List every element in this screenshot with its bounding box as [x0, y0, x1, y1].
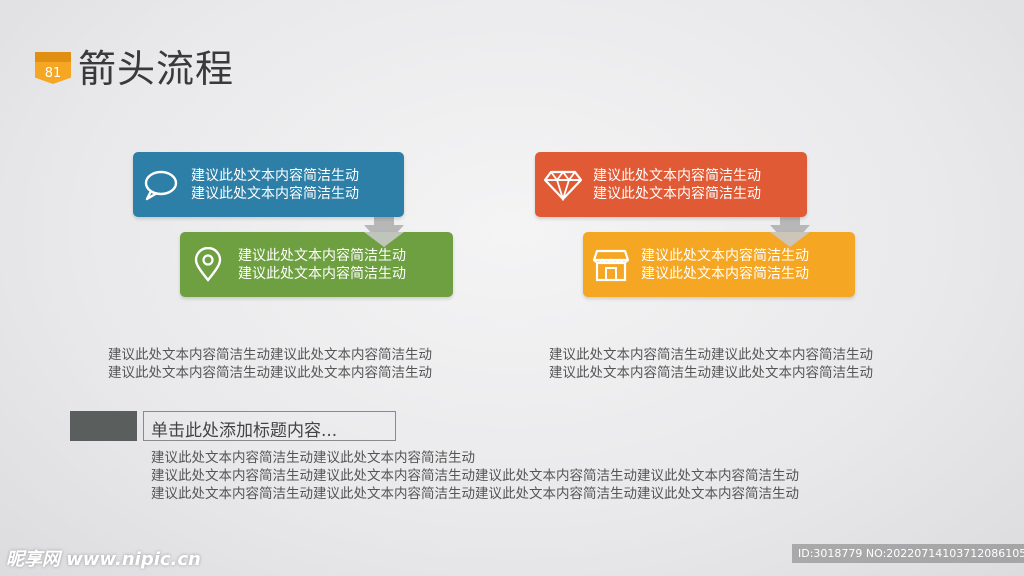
desc-line: 建议此处文本内容简洁生动建议此处文本内容简洁生动	[108, 365, 432, 381]
desc-line: 建议此处文本内容简洁生动建议此处文本内容简洁生动	[549, 347, 873, 363]
box-text-line: 建议此处文本内容简洁生动	[641, 265, 809, 282]
section-marker	[70, 411, 137, 441]
store-icon	[589, 248, 633, 282]
desc-line: 建议此处文本内容简洁生动建议此处文本内容简洁生动	[108, 347, 432, 363]
flow-box-green[interactable]: 建议此处文本内容简洁生动 建议此处文本内容简洁生动	[180, 232, 453, 297]
section-body: 建议此处文本内容简洁生动建议此处文本内容简洁生动 建议此处文本内容简洁生动建议此…	[151, 449, 799, 503]
watermark-left: 昵享网 www.nipic.cn	[6, 549, 201, 570]
box-text-line: 建议此处文本内容简洁生动	[641, 247, 809, 264]
page-title: 箭头流程	[78, 47, 235, 91]
section-title[interactable]: 单击此处添加标题内容...	[143, 411, 396, 441]
diamond-icon	[541, 169, 585, 201]
box-text-line: 建议此处文本内容简洁生动	[238, 247, 406, 264]
watermark-right: ID:3018779 NO:20220714103712086105	[792, 544, 1024, 563]
section-line: 建议此处文本内容简洁生动建议此处文本内容简洁生动建议此处文本内容简洁生动建议此处…	[151, 468, 799, 484]
page-number: 81	[44, 66, 62, 81]
box-text-line: 建议此处文本内容简洁生动	[238, 265, 406, 282]
desc-line: 建议此处文本内容简洁生动建议此处文本内容简洁生动	[549, 365, 873, 381]
box-text-line: 建议此处文本内容简洁生动	[593, 167, 761, 184]
box-text-line: 建议此处文本内容简洁生动	[593, 185, 761, 202]
section-line: 建议此处文本内容简洁生动建议此处文本内容简洁生动建议此处文本内容简洁生动建议此处…	[151, 486, 799, 502]
flow-box-orange[interactable]: 建议此处文本内容简洁生动 建议此处文本内容简洁生动	[583, 232, 855, 297]
box-text-line: 建议此处文本内容简洁生动	[191, 185, 359, 202]
right-description: 建议此处文本内容简洁生动建议此处文本内容简洁生动 建议此处文本内容简洁生动建议此…	[549, 346, 873, 382]
flow-box-blue[interactable]: 建议此处文本内容简洁生动 建议此处文本内容简洁生动	[133, 152, 404, 217]
section-line: 建议此处文本内容简洁生动建议此处文本内容简洁生动	[151, 450, 475, 466]
page-number-badge: 81	[35, 52, 71, 84]
chat-bubble-icon	[139, 169, 183, 201]
location-pin-icon	[186, 246, 230, 283]
box-text-line: 建议此处文本内容简洁生动	[191, 167, 359, 184]
down-arrow-tip	[770, 232, 810, 247]
down-arrow-tip	[364, 232, 404, 247]
flow-box-red[interactable]: 建议此处文本内容简洁生动 建议此处文本内容简洁生动	[535, 152, 807, 217]
left-description: 建议此处文本内容简洁生动建议此处文本内容简洁生动 建议此处文本内容简洁生动建议此…	[108, 346, 432, 382]
